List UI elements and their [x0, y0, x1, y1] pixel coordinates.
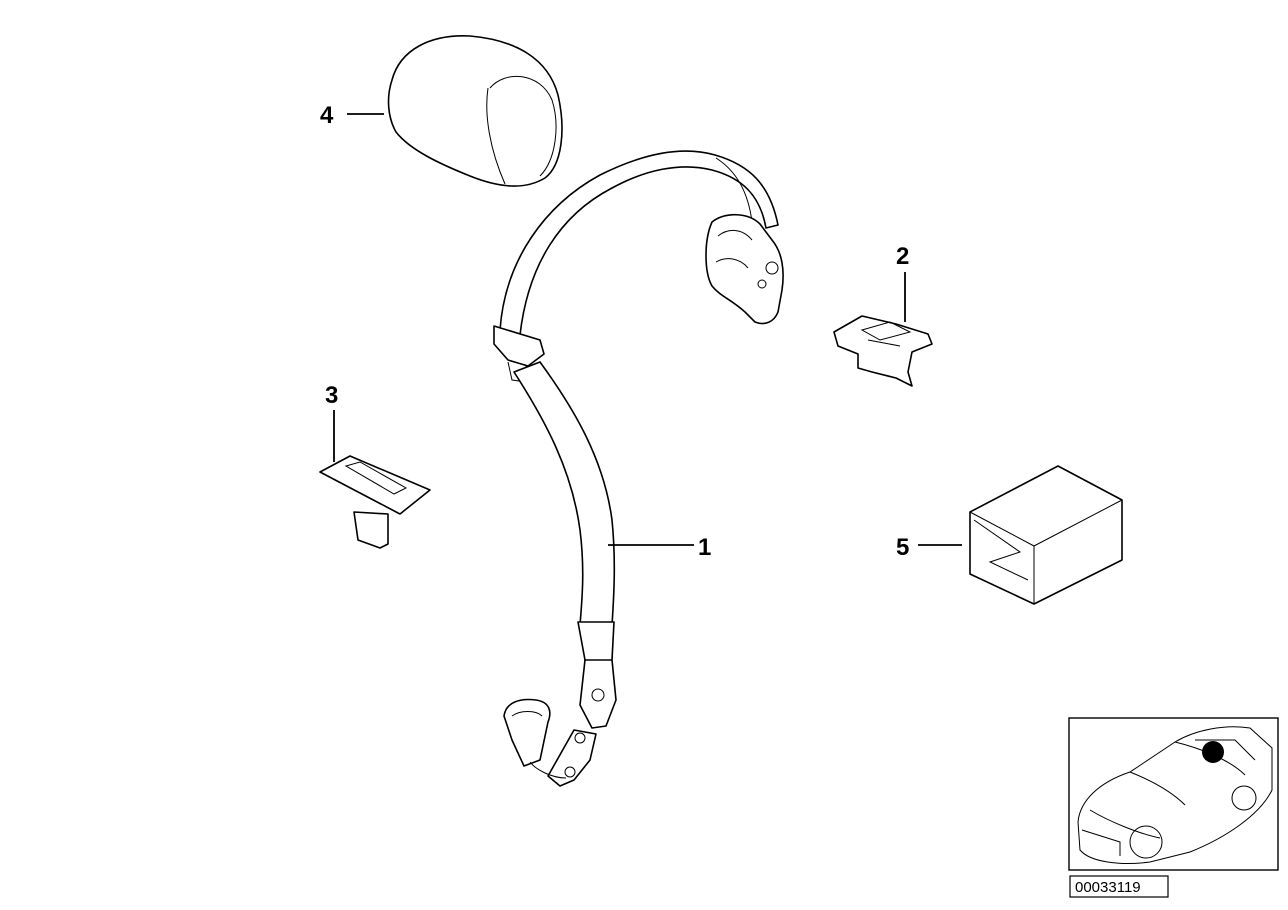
- vehicle-location-inset: [1068, 717, 1279, 871]
- callout-2: 2: [896, 243, 909, 270]
- reference-number-box: 00033119: [1069, 875, 1169, 898]
- part-3-trim-cover: [319, 455, 431, 549]
- part-5-box: [969, 465, 1123, 605]
- part-2-clip: [833, 315, 933, 387]
- location-marker-icon: [1202, 741, 1224, 763]
- callout-1: 1: [698, 534, 711, 561]
- callout-3: 3: [325, 382, 338, 409]
- part-1-seat-belt: [493, 150, 784, 787]
- part-4-headrest: [387, 35, 563, 187]
- leader-lines: [333, 113, 962, 546]
- callout-5: 5: [896, 534, 909, 561]
- callout-4: 4: [320, 102, 334, 129]
- reference-number: 00033119: [1075, 879, 1141, 896]
